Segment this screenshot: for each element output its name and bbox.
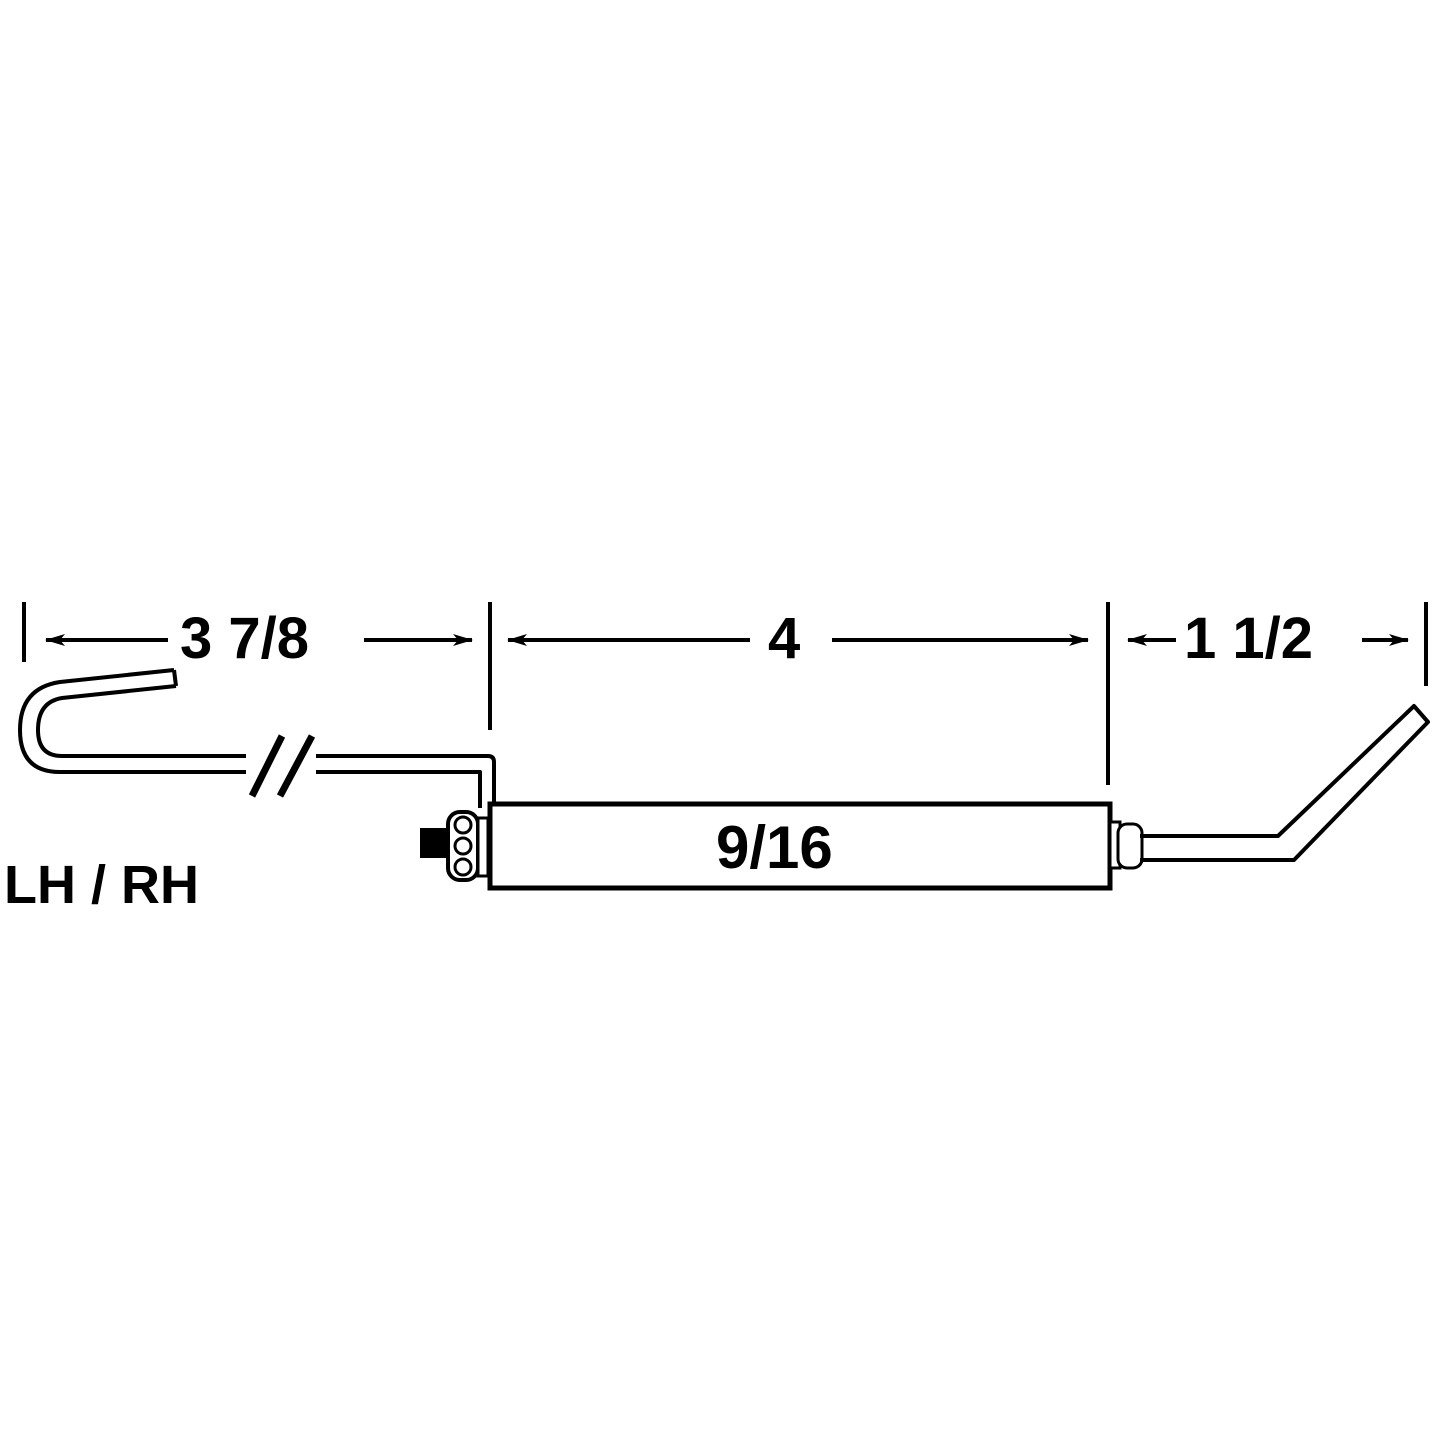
break-symbol-icon xyxy=(246,734,316,798)
dimension-label-tip: 1 1/2 xyxy=(1184,606,1313,671)
lead-wire-inner-edge xyxy=(36,684,496,808)
extension-lines xyxy=(22,602,1428,785)
terminal-stud xyxy=(420,828,448,858)
right-electrode-rod xyxy=(1140,704,1430,862)
terminal-washer xyxy=(476,816,490,878)
hook-tip xyxy=(172,669,178,687)
left-lead-wire xyxy=(18,668,496,808)
right-nut-icon xyxy=(1108,820,1144,870)
dimension-label-insulator: 4 xyxy=(768,606,801,671)
dimension-label-left-lead: 3 7/8 xyxy=(180,606,309,671)
handedness-label: LH / RH xyxy=(4,855,199,915)
insulator-diameter-label: 9/16 xyxy=(716,814,833,881)
electrode-rod-outline xyxy=(1140,704,1430,862)
terminal-nut-icon xyxy=(420,810,490,882)
lead-wire-outer-edge xyxy=(18,668,482,808)
